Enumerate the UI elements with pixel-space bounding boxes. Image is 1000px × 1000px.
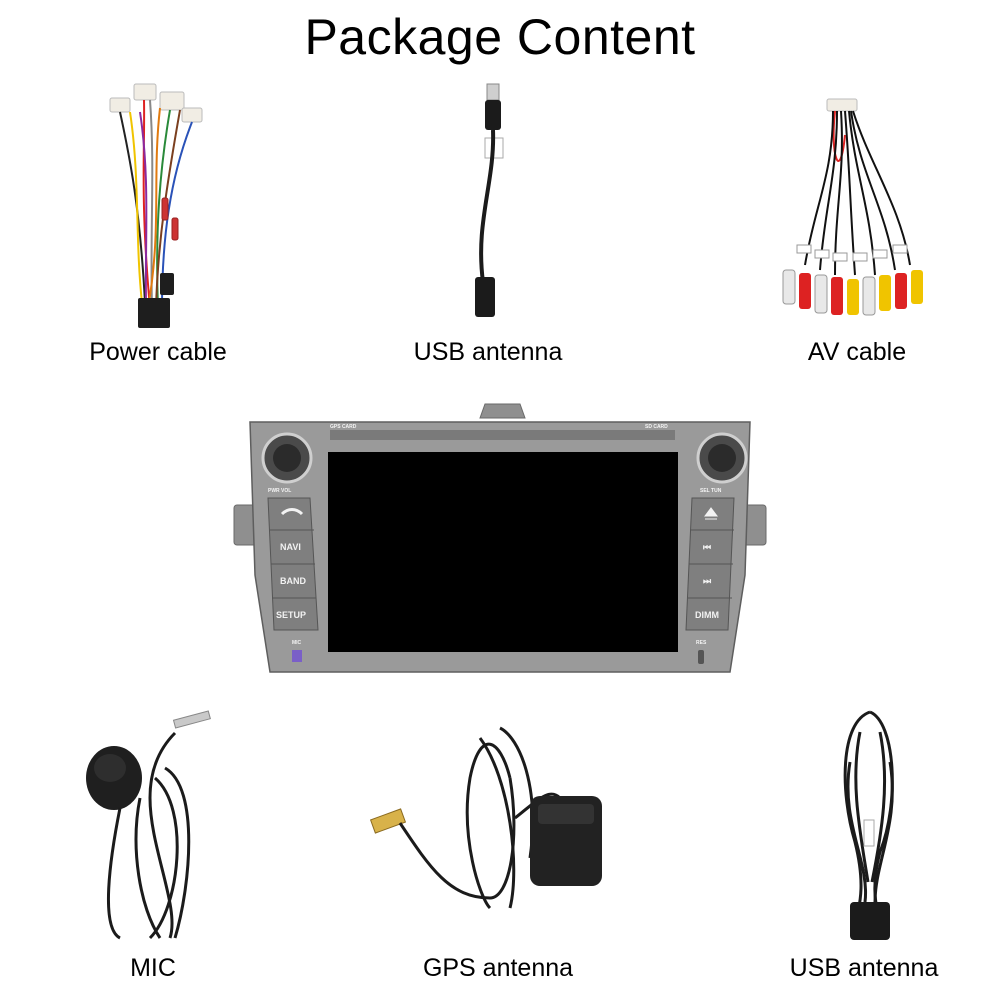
gps-antenna-caption: GPS antenna — [422, 954, 574, 982]
usb-antenna-bottom-caption: USB antenna — [789, 954, 939, 982]
gps-cable — [398, 726, 562, 910]
power-cable-caption: Power cable — [89, 338, 227, 366]
setup-button: SETUP — [276, 610, 306, 620]
av-cable-image — [775, 95, 935, 325]
phone-icon — [280, 508, 304, 516]
power-cable-plug — [138, 273, 174, 328]
prev-icon: ⏮ — [703, 542, 711, 552]
power-cable-connectors — [109, 83, 203, 123]
navi-button: NAVI — [280, 542, 301, 552]
sd-card-label: SD CARD — [645, 424, 668, 430]
mic-caption: MIC — [130, 954, 176, 982]
usb-bottom-cable — [843, 710, 894, 913]
power-cable-image — [100, 78, 220, 338]
band-button: BAND — [280, 576, 306, 586]
left-knob-label: PWR VOL — [268, 488, 291, 494]
reset-hole — [698, 650, 704, 664]
power-cable-wires — [119, 99, 193, 309]
gps-antenna-image — [370, 718, 610, 928]
power-cable-rca — [161, 197, 179, 241]
mic-plug — [172, 710, 211, 729]
av-cable-connector — [826, 98, 858, 112]
mic-hole — [292, 650, 302, 662]
gps-sma-connector — [370, 808, 407, 834]
usb-cable-wire — [479, 129, 496, 283]
usb-plug-housing — [485, 100, 501, 130]
usb-antenna-top-caption: USB antenna — [413, 338, 563, 366]
usb-cable-bottom-image — [820, 702, 920, 942]
page-title: Package Content — [304, 9, 696, 65]
res-label: RES — [696, 640, 707, 646]
head-unit-screen — [328, 452, 678, 652]
usb-bottom-label — [863, 819, 875, 847]
dimm-button: DIMM — [695, 610, 719, 620]
mic-image — [80, 708, 220, 948]
av-cable-labels — [796, 244, 908, 262]
eject-icon — [704, 507, 718, 520]
usb-plug-metal — [486, 83, 500, 101]
av-cable-rca-plugs — [782, 269, 923, 316]
av-cable-caption: AV cable — [807, 338, 907, 366]
mic-label: MIC — [292, 640, 302, 646]
next-icon: ⏭ — [703, 576, 712, 586]
usb-cable-top-image — [455, 82, 535, 332]
head-unit-image: GPS CARD SD CARD PWR VOL SEL TUN NAVI BA… — [230, 400, 770, 692]
gps-card-label: GPS CARD — [330, 424, 357, 430]
usb-bottom-socket — [850, 902, 890, 940]
right-knob-label: SEL TUN — [700, 488, 722, 494]
mic-cable — [107, 731, 191, 940]
usb-socket — [475, 277, 495, 317]
